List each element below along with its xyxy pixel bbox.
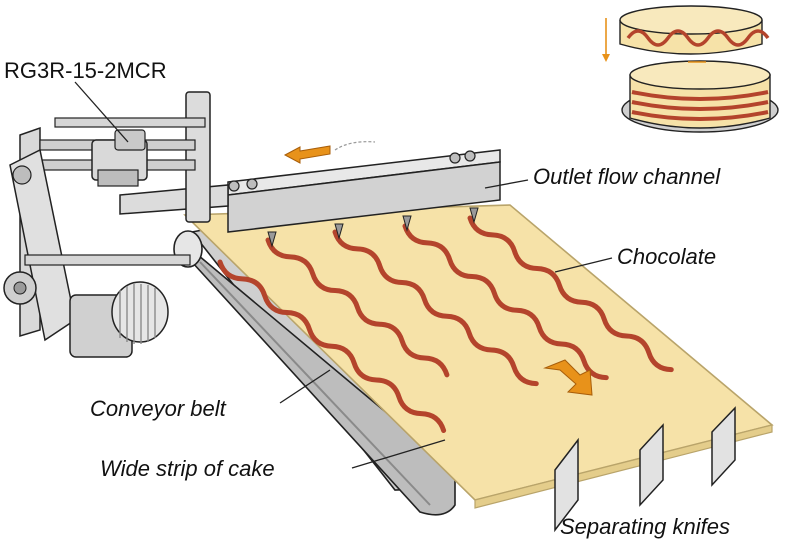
cake-strip-label: Wide strip of cake — [100, 456, 275, 481]
separating-knifes — [554, 406, 736, 533]
separating-knifes-label: Separating knifes — [560, 514, 730, 539]
layered-cake-icon — [602, 5, 779, 133]
flow-direction-arrow — [283, 141, 376, 164]
outlet-flow-channel-label: Outlet flow channel — [533, 164, 721, 189]
leader-lines — [74, 81, 613, 469]
pump-icon — [91, 129, 148, 187]
belt-direction-arrow — [543, 359, 593, 396]
conveyor-belt-label: Conveyor belt — [90, 396, 227, 421]
chocolate-lines — [217, 215, 674, 434]
model-label: RG3R-15-2MCR — [4, 58, 167, 83]
motor-icon — [69, 281, 169, 358]
chocolate-label: Chocolate — [617, 244, 716, 269]
